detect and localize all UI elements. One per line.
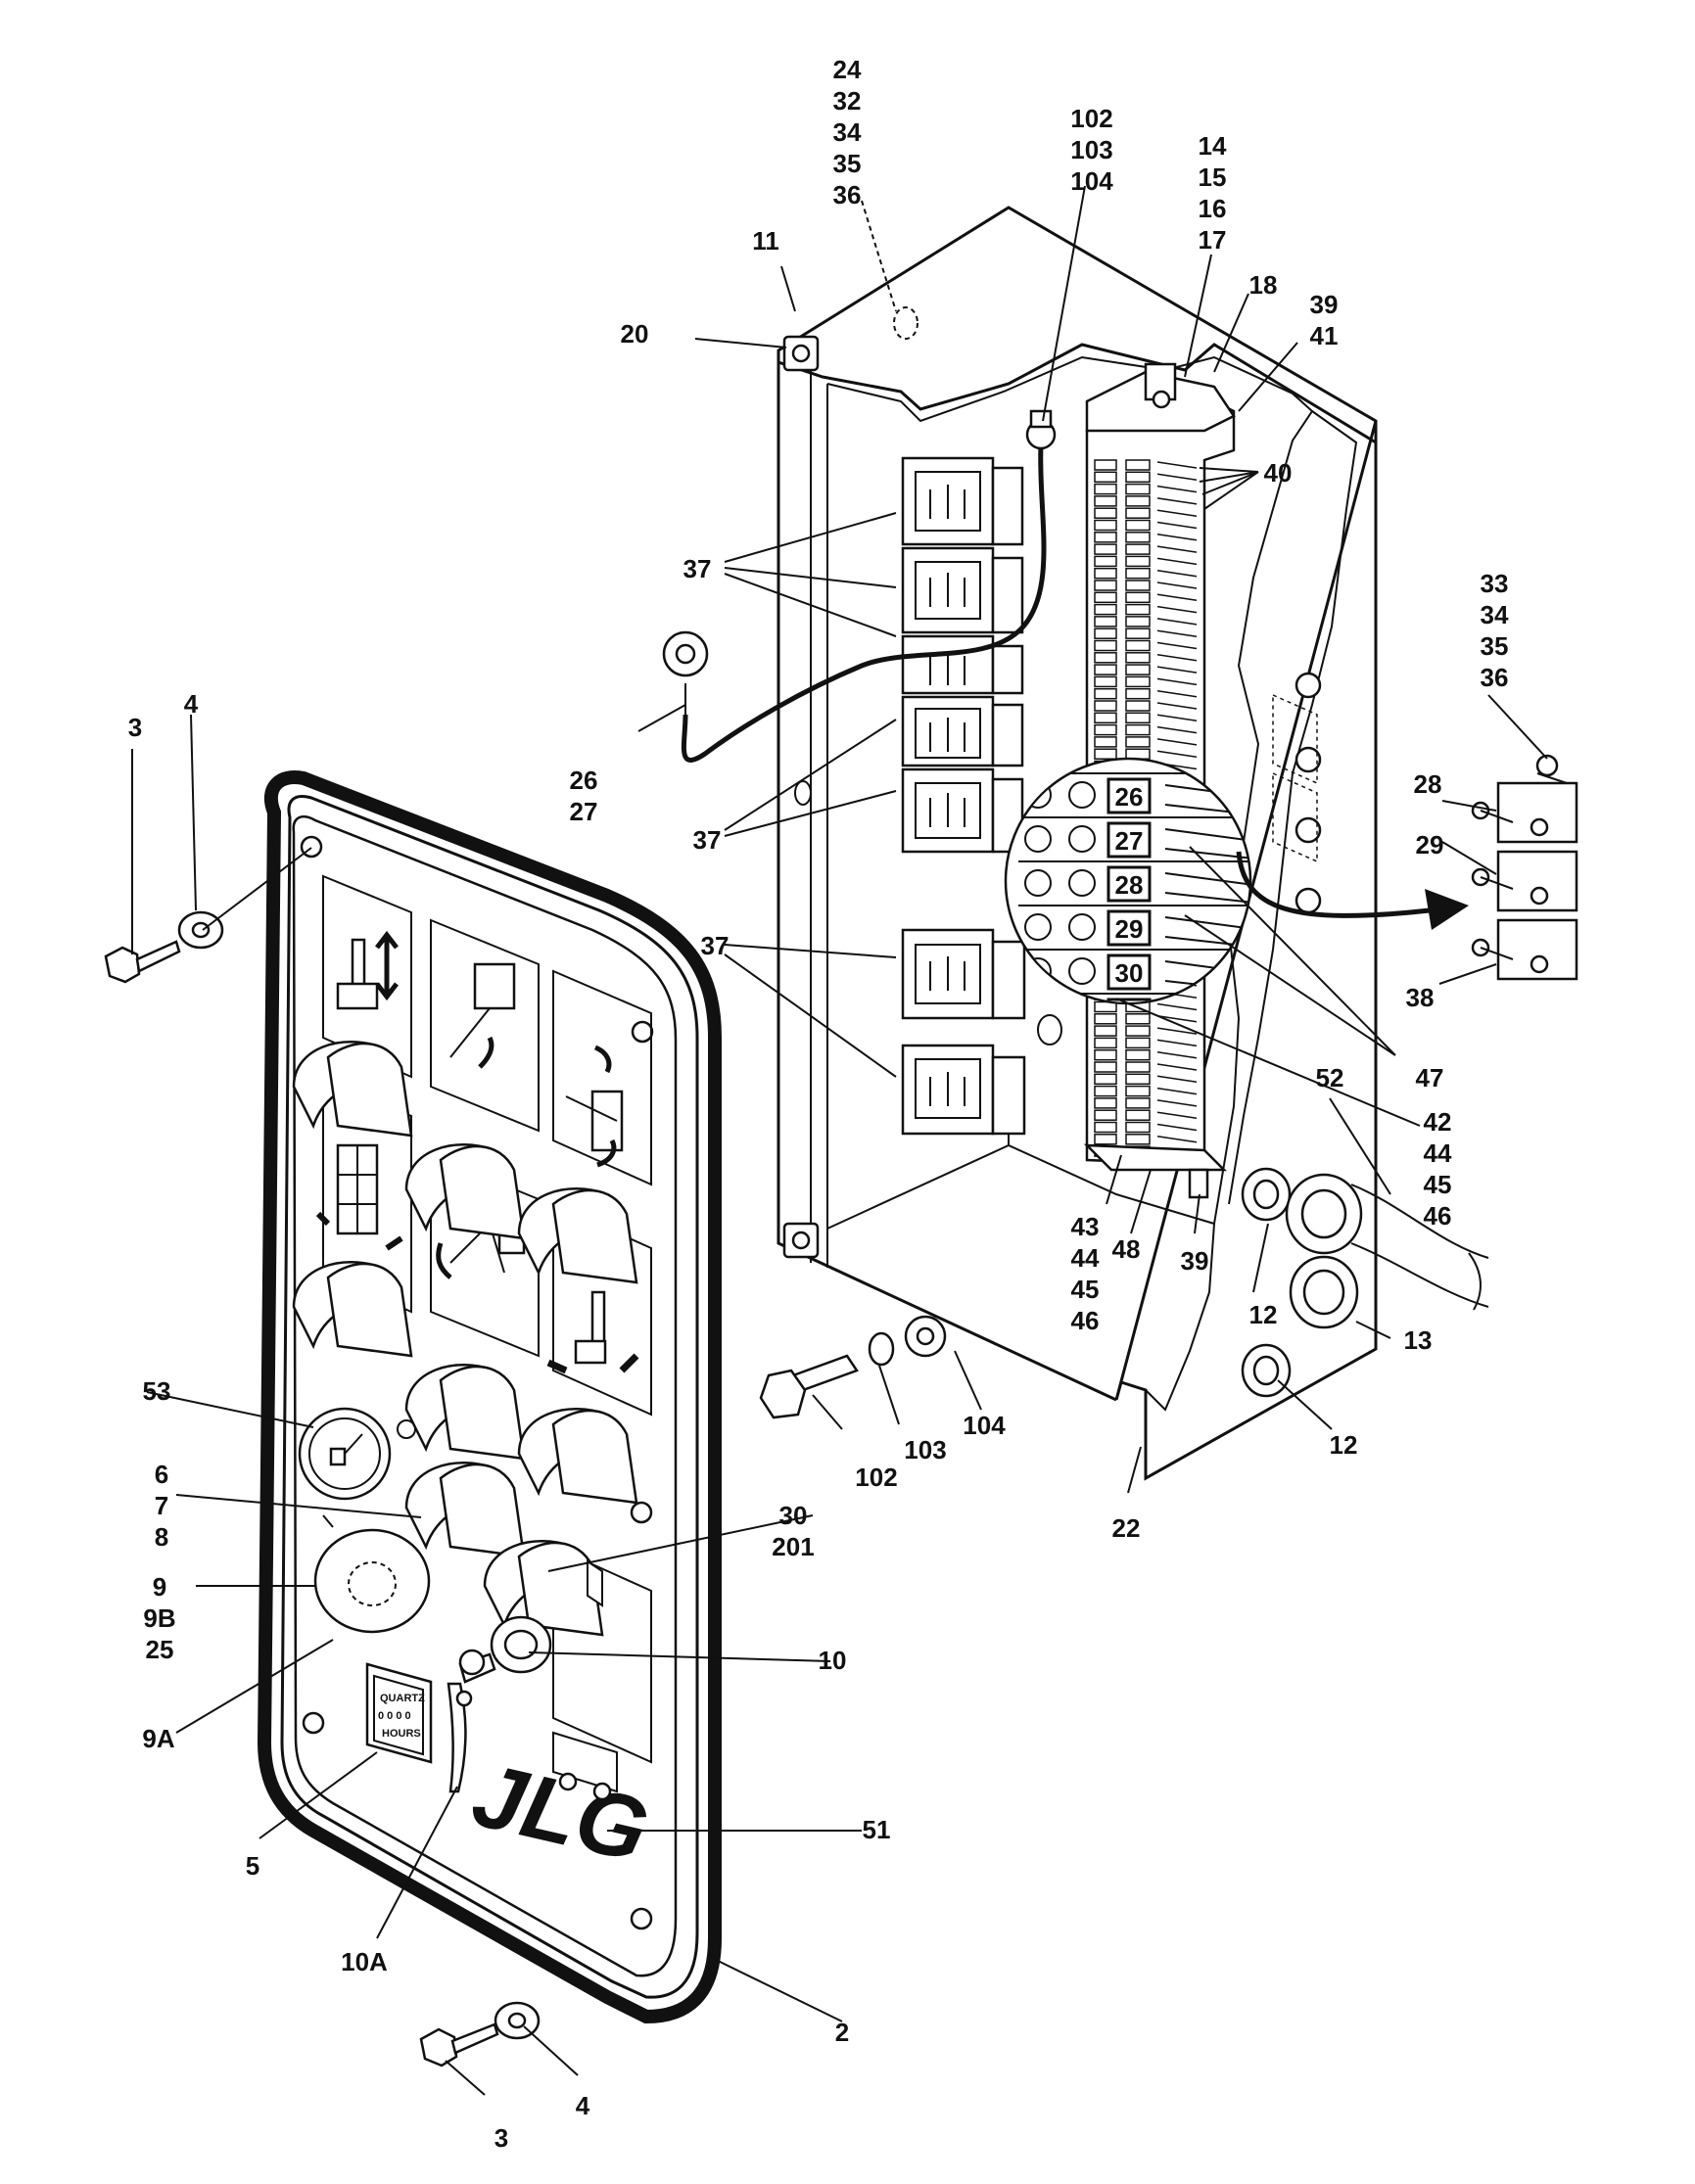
hourmeter-digits: 0 0 0 0 (378, 1710, 411, 1722)
callout-c-12-a-line-0: 12 (1249, 1300, 1278, 1329)
callout-c-37-b-line-0: 37 (693, 825, 722, 855)
callout-c-14-17-line-2: 16 (1199, 194, 1227, 223)
callout-c-6-8-line-0: 6 (155, 1460, 168, 1489)
hourmeter-top-text: QUARTZ (380, 1693, 425, 1704)
callout-c-24-36-line-3: 35 (833, 149, 862, 178)
callout-c-102-104-top-line-2: 104 (1070, 166, 1113, 196)
callout-c-42-46-line-1: 44 (1424, 1138, 1452, 1168)
callout-c-6-8-line-2: 8 (155, 1522, 168, 1552)
hourmeter: QUARTZ 0 0 0 0 HOURS (365, 1662, 433, 1764)
callout-c-10a-line-0: 10A (341, 1947, 388, 1976)
callout-c-22-line-0: 22 (1112, 1513, 1141, 1543)
key-switch (447, 1615, 552, 1793)
callout-c-30-201-line-1: 201 (772, 1532, 814, 1561)
callout-c-20-line-0: 20 (621, 319, 649, 349)
side-bolts (1272, 672, 1322, 914)
callout-c-26-27-line-1: 27 (570, 797, 598, 826)
callout-c-38-line-0: 38 (1406, 983, 1435, 1012)
emergency-stop (313, 1514, 431, 1634)
callout-c-4-top-line-0: 4 (184, 689, 199, 719)
callout-c-26-27-line-0: 26 (570, 766, 598, 795)
front-control-panel: QUARTZ 0 0 0 0 HOURS JLG (257, 770, 722, 2024)
callout-c-3-top-line-0: 3 (128, 713, 142, 742)
callout-c-14-17-line-0: 14 (1199, 131, 1227, 161)
callout-labels: 2432343536102103104141516171118394120403… (128, 55, 1509, 2153)
callout-c-24-36-line-4: 36 (833, 180, 862, 209)
callout-c-9-25-line-2: 25 (146, 1635, 174, 1664)
terminal-number: 29 (1115, 914, 1144, 944)
cable-glands (1241, 1167, 1489, 1398)
callout-c-42-46-line-0: 42 (1424, 1107, 1452, 1137)
callout-c-33-36-line-0: 33 (1481, 569, 1509, 598)
callout-c-33-36-line-3: 36 (1481, 663, 1509, 692)
callout-c-12-b-line-0: 12 (1330, 1430, 1358, 1460)
callout-c-104-line-0: 104 (963, 1411, 1006, 1440)
hourmeter-bottom-text: HOURS (382, 1728, 421, 1740)
ground-wire (662, 409, 1057, 763)
control-box-enclosure (777, 206, 1378, 1481)
terminal-number: 26 (1115, 782, 1144, 812)
callout-c-3-bottom-line-0: 3 (494, 2123, 508, 2153)
callout-c-28-line-0: 28 (1414, 769, 1442, 799)
callout-c-40-line-0: 40 (1264, 458, 1293, 488)
callout-c-30-201-line-0: 30 (779, 1501, 808, 1530)
move-arrow (1236, 851, 1469, 930)
relay-stack (901, 456, 1026, 1136)
callout-c-24-36-line-1: 32 (833, 86, 862, 116)
callout-c-4-bottom-line-0: 4 (576, 2091, 590, 2120)
callout-c-43-46-line-1: 44 (1071, 1243, 1100, 1273)
callout-c-37-a-line-0: 37 (683, 554, 712, 583)
callout-c-2-line-0: 2 (835, 2018, 849, 2047)
callout-c-102-104-top-line-1: 103 (1070, 135, 1112, 164)
callout-c-37-c-line-0: 37 (701, 931, 730, 960)
terminal-number: 30 (1115, 958, 1144, 988)
callout-c-52-line-0: 52 (1316, 1063, 1344, 1092)
fuel-gauge (298, 1407, 416, 1501)
callout-c-5-line-0: 5 (246, 1851, 259, 1881)
callout-c-24-36-line-2: 34 (833, 117, 862, 147)
terminal-detail-inset: 262728293031 (1004, 757, 1252, 1005)
callout-c-39-41-line-1: 41 (1310, 321, 1339, 350)
callout-c-51-line-0: 51 (863, 1815, 891, 1844)
toggle-switches (292, 1041, 638, 1637)
callout-c-33-36-line-2: 35 (1481, 631, 1509, 661)
callout-c-39-bottom-line-0: 39 (1181, 1246, 1209, 1276)
leader-lines (131, 185, 1548, 2096)
callout-c-42-46-line-2: 45 (1424, 1170, 1452, 1199)
callout-c-13-line-0: 13 (1404, 1325, 1433, 1355)
callout-c-53-line-0: 53 (143, 1376, 171, 1406)
switch-stack (1471, 754, 1578, 981)
callout-c-14-17-line-3: 17 (1199, 225, 1227, 255)
callout-c-43-46-line-2: 45 (1071, 1275, 1100, 1304)
callout-c-9-25-line-0: 9 (153, 1572, 166, 1602)
callout-c-14-17-line-1: 15 (1199, 163, 1227, 192)
callout-c-102-104-top-line-0: 102 (1070, 104, 1112, 133)
callout-c-43-46-line-3: 46 (1071, 1306, 1100, 1335)
callout-c-42-46-line-3: 46 (1424, 1201, 1452, 1231)
callout-c-103-line-0: 103 (904, 1435, 946, 1464)
callout-c-29-line-0: 29 (1416, 830, 1444, 860)
box-hardware-front (759, 1315, 947, 1419)
terminal-number: 28 (1115, 870, 1144, 900)
callout-c-47-line-0: 47 (1416, 1063, 1444, 1092)
callout-c-102-line-0: 102 (855, 1463, 897, 1492)
callout-c-11-line-0: 11 (752, 226, 779, 256)
callout-c-39-41-line-0: 39 (1310, 290, 1339, 319)
callout-c-9-25-line-1: 9B (143, 1603, 175, 1633)
callout-c-10-line-0: 10 (819, 1646, 847, 1675)
callout-c-33-36-line-1: 34 (1481, 600, 1509, 629)
callout-c-43-46-line-0: 43 (1071, 1212, 1100, 1241)
callout-c-18-line-0: 18 (1249, 270, 1278, 300)
terminal-number: 27 (1115, 826, 1144, 856)
callout-c-24-36-line-0: 24 (833, 55, 862, 84)
callout-c-48-line-0: 48 (1112, 1234, 1141, 1264)
callout-c-9a-line-0: 9A (142, 1724, 174, 1753)
callout-c-6-8-line-1: 7 (155, 1491, 168, 1520)
